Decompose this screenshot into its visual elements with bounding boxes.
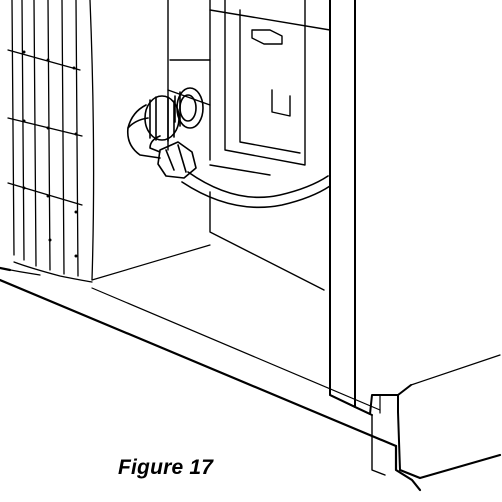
corner-post xyxy=(329,0,502,480)
grille-rivets xyxy=(22,50,78,258)
drain-hose xyxy=(181,171,331,209)
unit-base xyxy=(0,266,422,492)
floor-edge-line xyxy=(91,287,381,411)
service-panel xyxy=(167,0,331,291)
floor-inner-line xyxy=(91,244,211,281)
side-grille xyxy=(7,0,95,283)
hose-nut xyxy=(157,141,197,179)
drain-fitting xyxy=(126,87,204,159)
figure-caption: Figure 17 xyxy=(118,456,214,479)
